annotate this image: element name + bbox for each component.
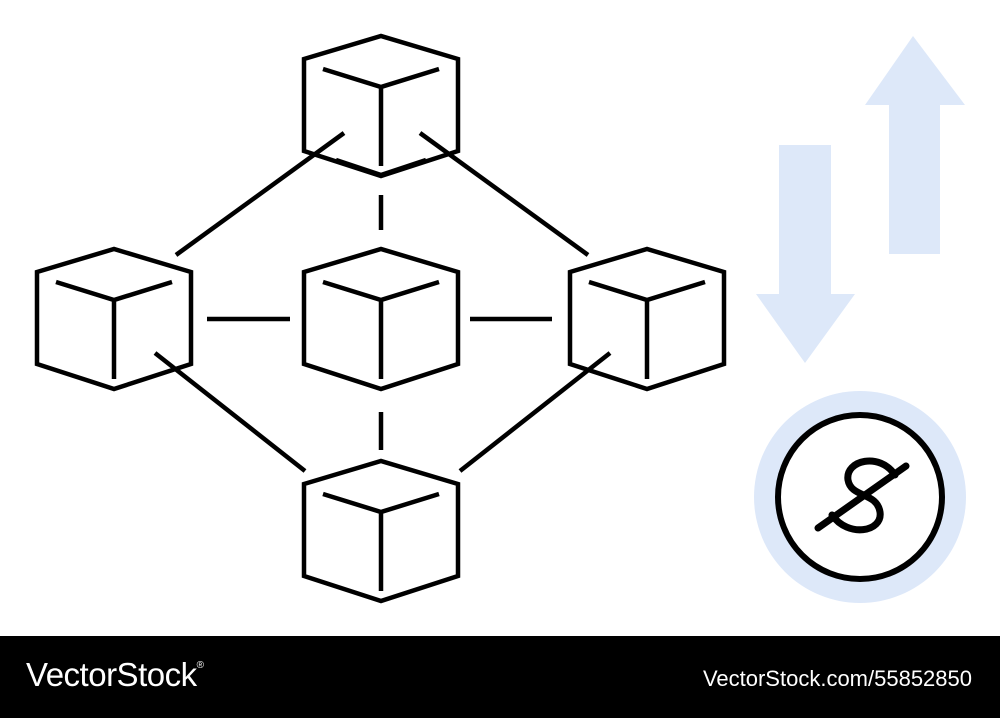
cube-node-bottom [304, 461, 458, 601]
link-bottom-left [153, 351, 307, 473]
arrow-up-icon [865, 36, 965, 254]
blockchain-illustration [0, 0, 966, 636]
image-id-label: VectorStock.com/55852850 [702, 666, 972, 691]
exchange-arrows-icon [756, 36, 965, 363]
brand-name: VectorStock [26, 656, 197, 693]
registered-mark: ® [196, 660, 204, 671]
link-top-right [418, 131, 590, 257]
link-bottom-right [458, 351, 612, 473]
cube-node-left [37, 249, 191, 389]
brand-logo: VectorStock® [26, 656, 204, 694]
watermark-footer [0, 636, 1000, 718]
dollar-coin-icon [754, 391, 966, 603]
arrow-down-icon [756, 145, 855, 363]
dollar-slash [814, 462, 910, 532]
link-top-left [174, 131, 346, 257]
cube-node-center [304, 249, 458, 389]
cube-node-top [304, 36, 458, 176]
